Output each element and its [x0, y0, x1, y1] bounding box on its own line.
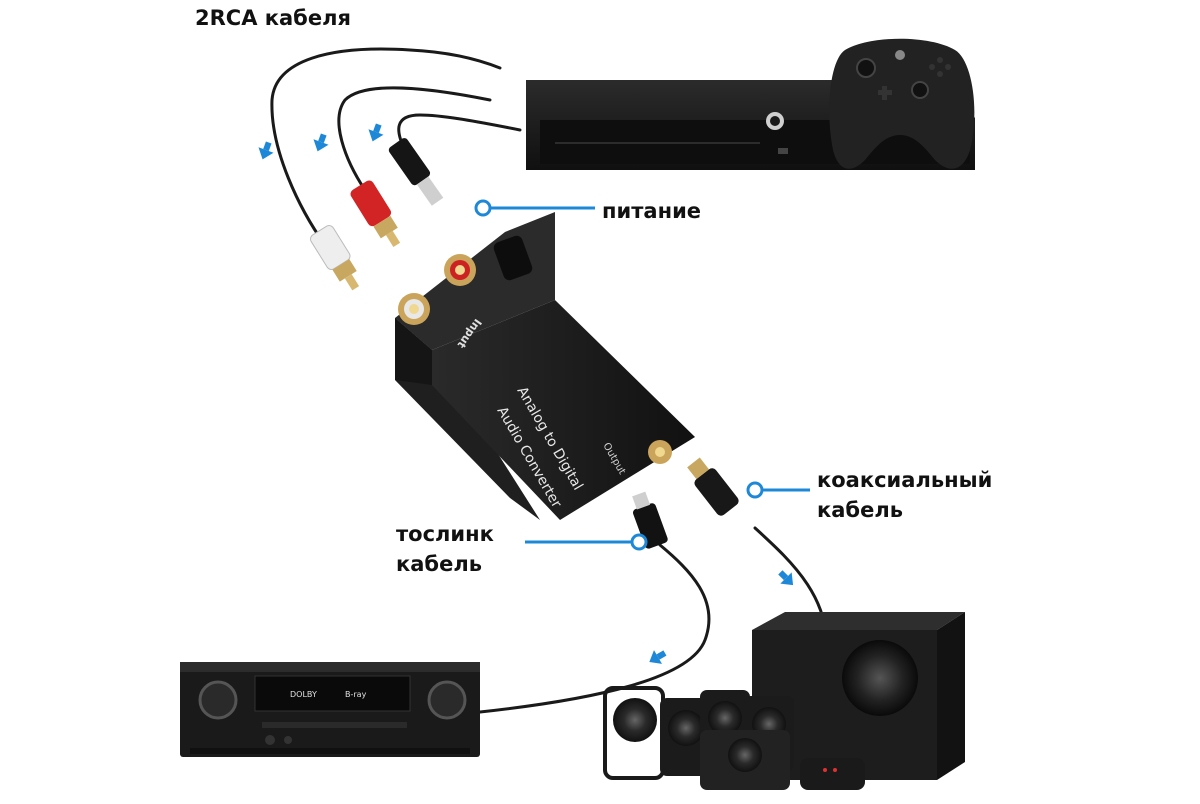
control-pod: [800, 758, 865, 790]
arrow-down-icon: [368, 123, 384, 142]
receiver-display: [254, 675, 411, 712]
cables: [270, 47, 828, 714]
label-coax-line1: коаксиальный: [817, 468, 993, 492]
label-coax-line2: кабель: [817, 498, 903, 522]
toslink-cable: [478, 543, 711, 714]
receiver-display-right: B-ray: [345, 690, 367, 699]
label-power-text: питание: [602, 199, 702, 223]
label-rca-cables-text: 2RCA кабеля: [195, 6, 351, 30]
label-toslink-line2: кабель: [396, 552, 482, 576]
satellite-speaker-1: [613, 698, 657, 742]
callout-toslink-dot: [630, 533, 648, 551]
white-rca-cable: [270, 47, 502, 247]
receiver-display-left: DOLBY: [290, 690, 317, 699]
right-thumbstick: [911, 81, 929, 99]
power-jack: [493, 235, 533, 281]
rca-jack-red: [444, 254, 476, 286]
rca-white-plug: [310, 225, 360, 291]
center-speaker: [728, 738, 762, 772]
receiver-left-knob: [198, 680, 238, 720]
callouts: [474, 199, 810, 551]
toslink-plug: [632, 491, 668, 549]
arrow-down-icon: [778, 570, 794, 586]
label-toslink-cable: тослинк кабель: [396, 519, 494, 579]
satellite-speaker-3: [708, 701, 742, 735]
power-plug: [388, 138, 444, 206]
speaker-system: [603, 612, 965, 790]
callout-power-dot: [474, 199, 492, 217]
subwoofer-driver: [842, 640, 918, 716]
label-toslink-line1: тослинк: [396, 522, 494, 546]
arrow-down-icon: [313, 133, 329, 152]
arrows: [258, 123, 794, 664]
red-rca-cable: [337, 86, 492, 192]
coax-plug: [687, 457, 739, 516]
rca-jack-white: [398, 293, 430, 325]
label-power: питание: [602, 196, 701, 226]
rca-red-plug: [350, 180, 401, 248]
av-receiver: DOLBY B-ray: [180, 662, 480, 757]
arrow-down-icon: [649, 650, 667, 664]
xbox-controller: [829, 38, 975, 169]
label-coax-cable: коаксиальный кабель: [817, 465, 992, 525]
label-rca-cables: 2RCA кабеля: [195, 3, 351, 33]
converter-box: Input Analog to Digital Audio Converter …: [395, 212, 695, 520]
xbox-button-icon: [895, 50, 905, 60]
satellite-speaker-2: [668, 710, 704, 746]
converter-side: [432, 300, 695, 520]
power-cable: [397, 113, 522, 152]
left-thumbstick: [856, 58, 876, 78]
arrow-down-icon: [258, 141, 274, 160]
coax-output-jack: [648, 440, 672, 464]
callout-coax-dot: [746, 481, 764, 499]
receiver-right-knob: [427, 680, 467, 720]
